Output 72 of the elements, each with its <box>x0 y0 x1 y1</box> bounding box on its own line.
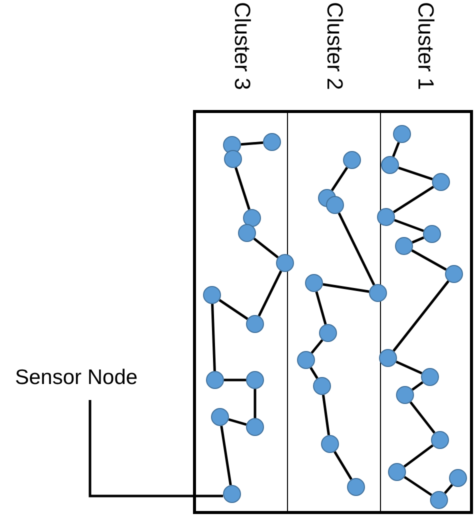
sensor-node-circle <box>396 386 414 404</box>
connector-line <box>220 426 232 486</box>
connector-line <box>392 142 400 158</box>
sensor-node-circle <box>321 435 339 453</box>
connector-line <box>444 484 454 494</box>
sensor-node-circle <box>206 371 224 389</box>
sensor-node-circle <box>246 418 264 436</box>
connector-line <box>411 249 447 271</box>
connector-line <box>322 283 370 293</box>
sensor-node-circle <box>393 125 411 143</box>
sensor-node-circle <box>430 491 448 509</box>
sensor-node-circle <box>203 286 221 304</box>
sensor-node-circle <box>243 209 261 227</box>
sensor-node-circle <box>313 377 331 395</box>
connector-line <box>310 367 318 379</box>
sensor-node-circle <box>379 349 397 367</box>
sensor-node-circle <box>326 196 344 214</box>
connector-line <box>218 299 248 320</box>
sensor-node-circle <box>445 265 463 283</box>
connector-line <box>224 378 246 382</box>
sensor-node-circle <box>319 324 337 342</box>
connector-line <box>228 418 247 426</box>
connector-line <box>322 394 330 436</box>
connector-line <box>396 360 422 374</box>
sensor-node-circle <box>224 150 242 168</box>
sensor-node-circle <box>369 284 387 302</box>
sensor-node-circle <box>431 431 449 449</box>
sensor-node-circle <box>432 173 450 191</box>
connector-line <box>211 304 216 372</box>
sensor-node-circle <box>395 237 413 255</box>
connector-line <box>253 238 279 258</box>
sensor-node-circle <box>223 136 241 154</box>
cluster-heading: Cluster 3 <box>229 2 255 90</box>
connector-line <box>410 401 436 434</box>
sensor-node-circle <box>381 156 399 174</box>
sensor-node-circle <box>276 254 294 272</box>
connector-line <box>412 236 424 244</box>
sensor-node-circle <box>388 463 406 481</box>
sensor-node-circle <box>297 351 315 369</box>
sensor-node-circle <box>263 133 281 151</box>
sensor-node-circle <box>246 371 264 389</box>
sensor-node-circle <box>423 225 441 243</box>
connector-line <box>254 389 256 418</box>
sensor-node-circle <box>449 469 467 487</box>
sensor-node-circle <box>343 151 361 169</box>
sensor-node-circle <box>223 485 241 503</box>
connector-line <box>412 381 424 391</box>
sensor-node-circle <box>305 274 323 292</box>
connector-line <box>310 339 324 354</box>
sensor-node-circle <box>246 315 264 333</box>
cluster-heading: Cluster 2 <box>322 2 348 90</box>
connector-line <box>392 280 450 352</box>
connector-line <box>234 167 250 210</box>
cluster-heading: Cluster 1 <box>412 2 438 90</box>
sensor-node-circle <box>347 478 365 496</box>
callout-label: Sensor Node <box>15 366 138 396</box>
connector-line <box>394 218 424 232</box>
connector-line <box>315 291 327 325</box>
connector-line <box>258 270 282 316</box>
sensor-node-circle <box>238 224 256 242</box>
connector-line <box>403 444 434 468</box>
connector-line <box>334 451 352 480</box>
sensor-node-circle <box>211 408 229 426</box>
connector-line <box>240 141 264 146</box>
leader-line <box>88 400 223 498</box>
sensor-node-circle <box>377 208 395 226</box>
connector-line <box>338 212 376 286</box>
sensor-node-circle <box>421 368 439 386</box>
connector-line <box>392 186 434 214</box>
connector-line <box>398 166 433 180</box>
connector-line <box>404 476 432 496</box>
connector-line <box>330 166 348 192</box>
